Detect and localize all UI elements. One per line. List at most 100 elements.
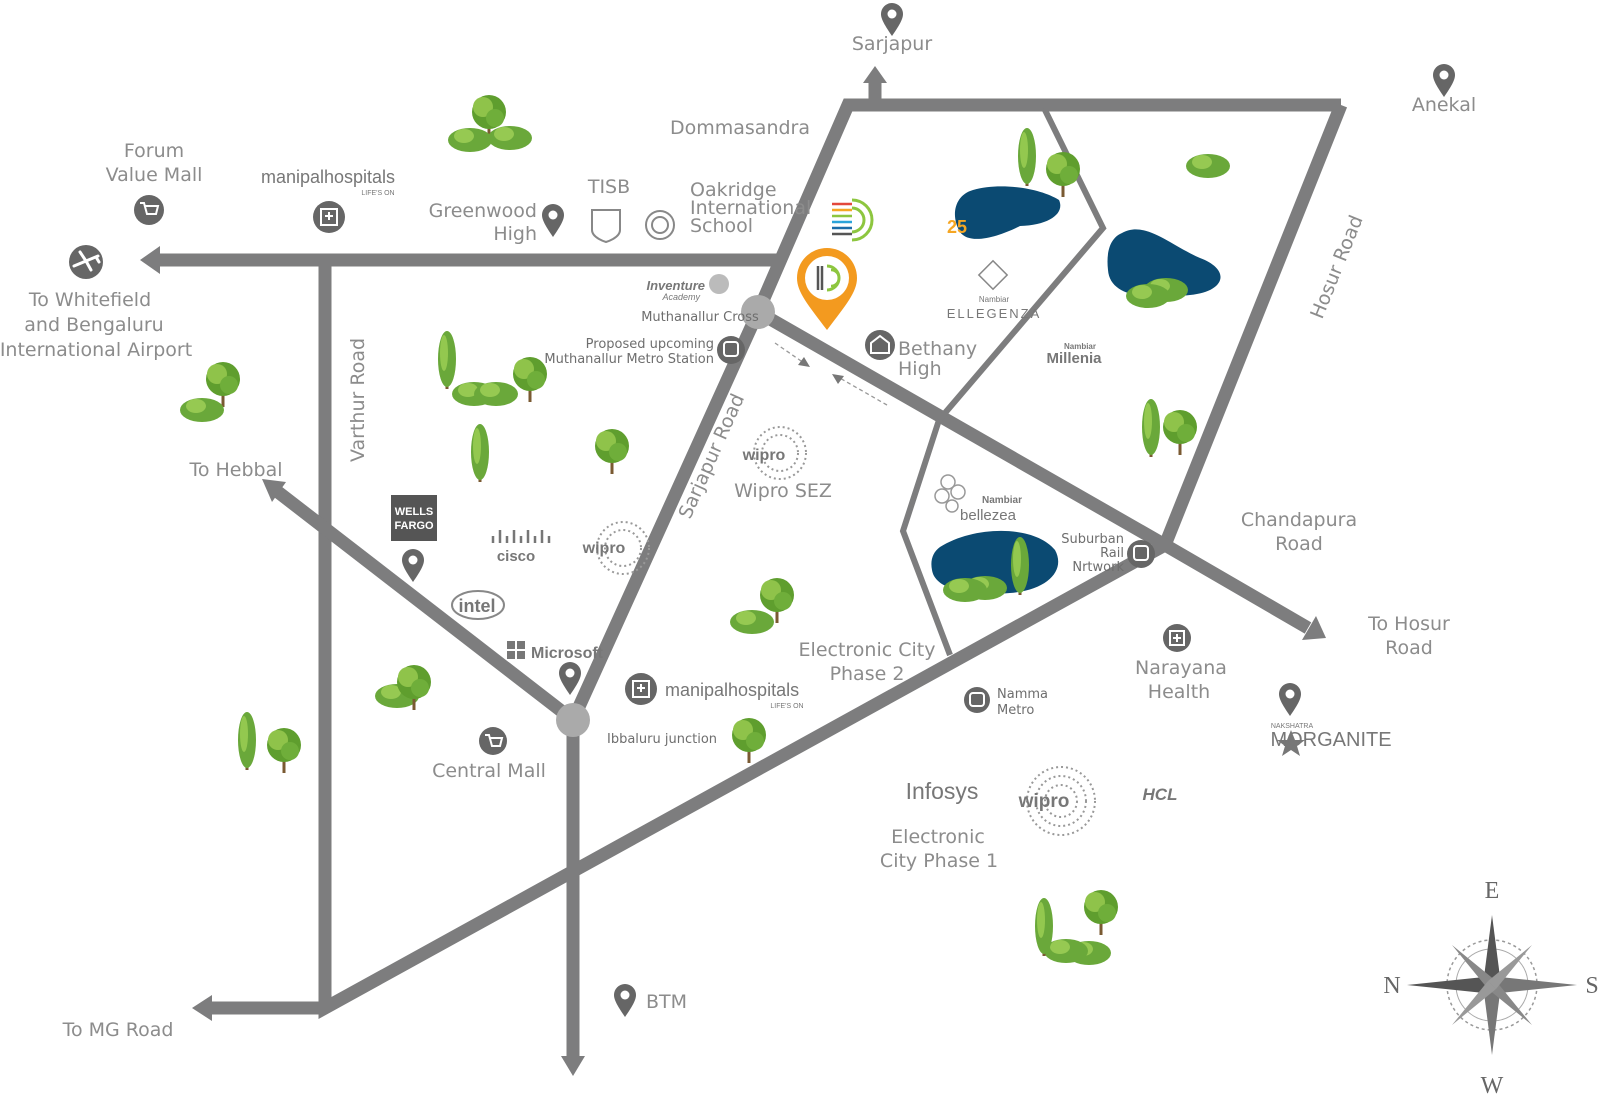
label-ec2-2: Phase 2 [830,663,905,685]
train-icon [964,687,990,713]
label-sarjapur: Sarjapur [852,33,933,55]
label-muthanallur-cross: Muthanallur Cross [641,310,759,325]
label-to-hosur-1: To Hosur [1367,613,1450,635]
label-namma-1: Namma [997,687,1048,702]
arrow-mg [192,995,212,1021]
logo-wipro-sez: wipro [742,447,786,464]
label-whitefield-3: International Airport [0,339,192,361]
tisb-crest [591,209,621,244]
logo-wells-2: FARGO [394,520,434,532]
arrow-sarjapur [863,66,887,83]
compass-west: W [1481,1073,1504,1098]
map-pin-icon [542,204,564,237]
map-pin-icon [559,662,581,695]
map-pin-icon [881,3,903,36]
logo-manipal-top: manipalhospitals [261,167,395,187]
muthanallur-junction [741,295,775,329]
inventure-logo [709,274,729,294]
shopping-cart-icon [134,195,164,225]
label-metro-1: Proposed upcoming [586,337,714,352]
school-icon [865,330,895,360]
train-icon [717,336,745,364]
label-bethany-1: Bethany [898,338,977,360]
logo-millenia-1: Nambiar [1064,342,1096,351]
logo-millenia-2: Millenia [1046,350,1102,367]
compass-north: N [1383,973,1400,999]
label-bethany-2: High [898,358,942,380]
logo-manipal-mid-tag: LIFE'S ON [770,703,803,710]
logo-inventure-2: Academy [661,292,700,302]
airplane-icon [69,245,103,279]
hospital-icon [1163,624,1191,652]
logo-infosys: Infosys [906,778,979,804]
arrow-hosur [1302,616,1326,640]
label-forum-1: Forum [124,140,184,162]
microsoft-logo [507,641,525,659]
compass-south: S [1585,973,1598,999]
ellegenza-logo [977,259,1009,291]
label-suburban-3: Nrtwork [1072,560,1124,575]
label-to-hosur-2: Road [1385,637,1433,659]
oakridge-logo [645,210,675,240]
compass-east: E [1485,878,1500,904]
logo-hcl: HCL [1143,785,1178,804]
logo-morganite-1: NAKSHATRA [1271,723,1314,730]
label-greenwood-1: Greenwood [429,200,537,222]
road-network [140,66,1348,1076]
logo-microsoft: Microsoft [531,645,604,662]
compass-rose: E W N S [1383,878,1598,1098]
label-chandapura-2: Road [1275,533,1323,555]
label-to-mg-road: To MG Road [62,1019,174,1041]
road-label-hosur: Hosur Road [1306,212,1367,322]
intel-swoosh [451,590,505,620]
logo-wipro-ec1: wipro [1018,791,1070,812]
project-logo [832,198,874,242]
logo-cisco: cisco [497,548,535,565]
label-wipro-sez: Wipro SEZ [734,480,832,502]
road-inner-bottom [899,419,953,657]
ibbaluru-junction [556,703,590,737]
logo-manipal-top-tag: LIFE'S ON [361,190,394,197]
wipro-dots [596,426,1096,836]
logo-inventure-1: Inventure [646,278,705,293]
label-forum-2: Value Mall [106,164,203,186]
wells-fargo-box [391,495,437,541]
lake-1 [954,186,1061,239]
label-ec1-2: City Phase 1 [880,850,998,872]
cisco-bars [491,530,551,543]
road-loop [318,98,1348,1020]
road-hebbal [274,486,577,726]
label-namma-2: Metro [997,703,1034,718]
road-inner-top [936,106,1107,422]
label-metro-2: Muthanallur Metro Station [544,352,714,367]
label-suburban-1: Suburban [1061,532,1124,547]
logo-morganite-2: MORGANITE [1270,729,1391,751]
morganite-star [1277,730,1305,756]
label-anekal: Anekal [1412,94,1476,116]
label-central-mall: Central Mall [432,760,546,782]
label-oakridge-3: School [690,215,753,237]
dashed-approach [774,342,888,406]
arrow-btm [561,1056,585,1076]
label-suburban-2: Rail [1100,546,1124,561]
label-ibbaluru: Ibbaluru junction [607,732,717,747]
map-pin-icon [614,984,636,1017]
label-oakridge-1: Oakridge [690,179,777,201]
label-chandapura-1: Chandapura [1241,509,1357,531]
logo-wipro-mid: wipro [582,540,626,557]
map-pin-icon [1433,64,1455,97]
project-location-marker[interactable] [797,248,857,330]
logo-ellegenza-2: ELLEGENZA [947,306,1042,321]
dash-arrow-1 [798,357,810,367]
label-greenwood-2: High [493,223,537,245]
badge-25: 25 [947,217,967,237]
arrow-hebbal [262,479,286,502]
shopping-cart-icon [479,727,507,755]
logo-intel: intel [458,596,495,616]
logo-manipal-mid: manipalhospitals [665,680,799,700]
label-dommasandra: Dommasandra [670,117,810,139]
label-oakridge-2: International [690,197,811,219]
service-icons [69,195,1191,755]
label-whitefield-2: and Bengaluru [24,314,163,336]
